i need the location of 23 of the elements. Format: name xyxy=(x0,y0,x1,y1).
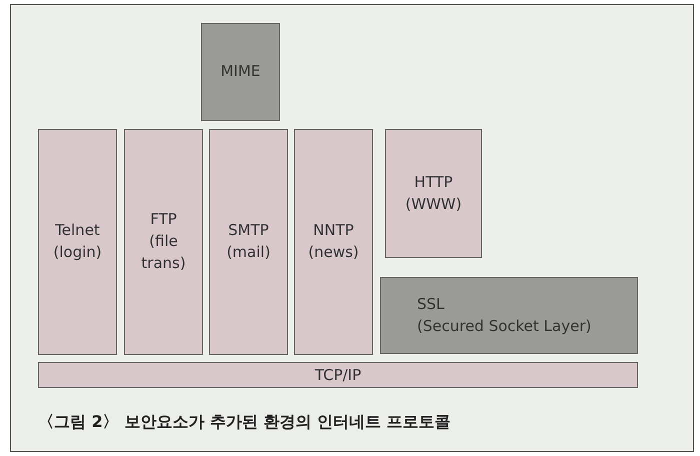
protocol-box xyxy=(209,129,288,355)
figure-caption: 〈그림 2〉 보안요소가 추가된 환경의 인터네트 프로토콜 xyxy=(38,412,451,433)
protocol-label: MIME xyxy=(220,61,260,82)
protocol-label: TCP/IP xyxy=(314,368,362,382)
protocol-label: (login) xyxy=(53,242,102,263)
protocol-label: Telnet xyxy=(55,220,100,242)
protocol-label: HTTP xyxy=(414,172,453,193)
protocol-label: SMTP xyxy=(228,220,269,242)
layer-box xyxy=(380,277,638,354)
protocol-box xyxy=(124,129,203,355)
protocol-label: (WWW) xyxy=(405,194,462,214)
protocol-label: SSL xyxy=(417,294,444,315)
protocol-box xyxy=(38,129,117,355)
layer-bar xyxy=(38,362,638,388)
protocol-label: (mail) xyxy=(226,242,270,263)
protocol-label: (file trans) xyxy=(140,231,187,274)
protocol-box xyxy=(294,129,373,355)
protocol-label: NNTP xyxy=(313,220,354,242)
protocol-label: (news) xyxy=(308,242,359,263)
protocol-box xyxy=(201,23,280,121)
protocol-label: FTP xyxy=(149,209,178,230)
protocol-label: (Secured Socket Layer) xyxy=(417,316,592,336)
protocol-box xyxy=(385,129,482,258)
